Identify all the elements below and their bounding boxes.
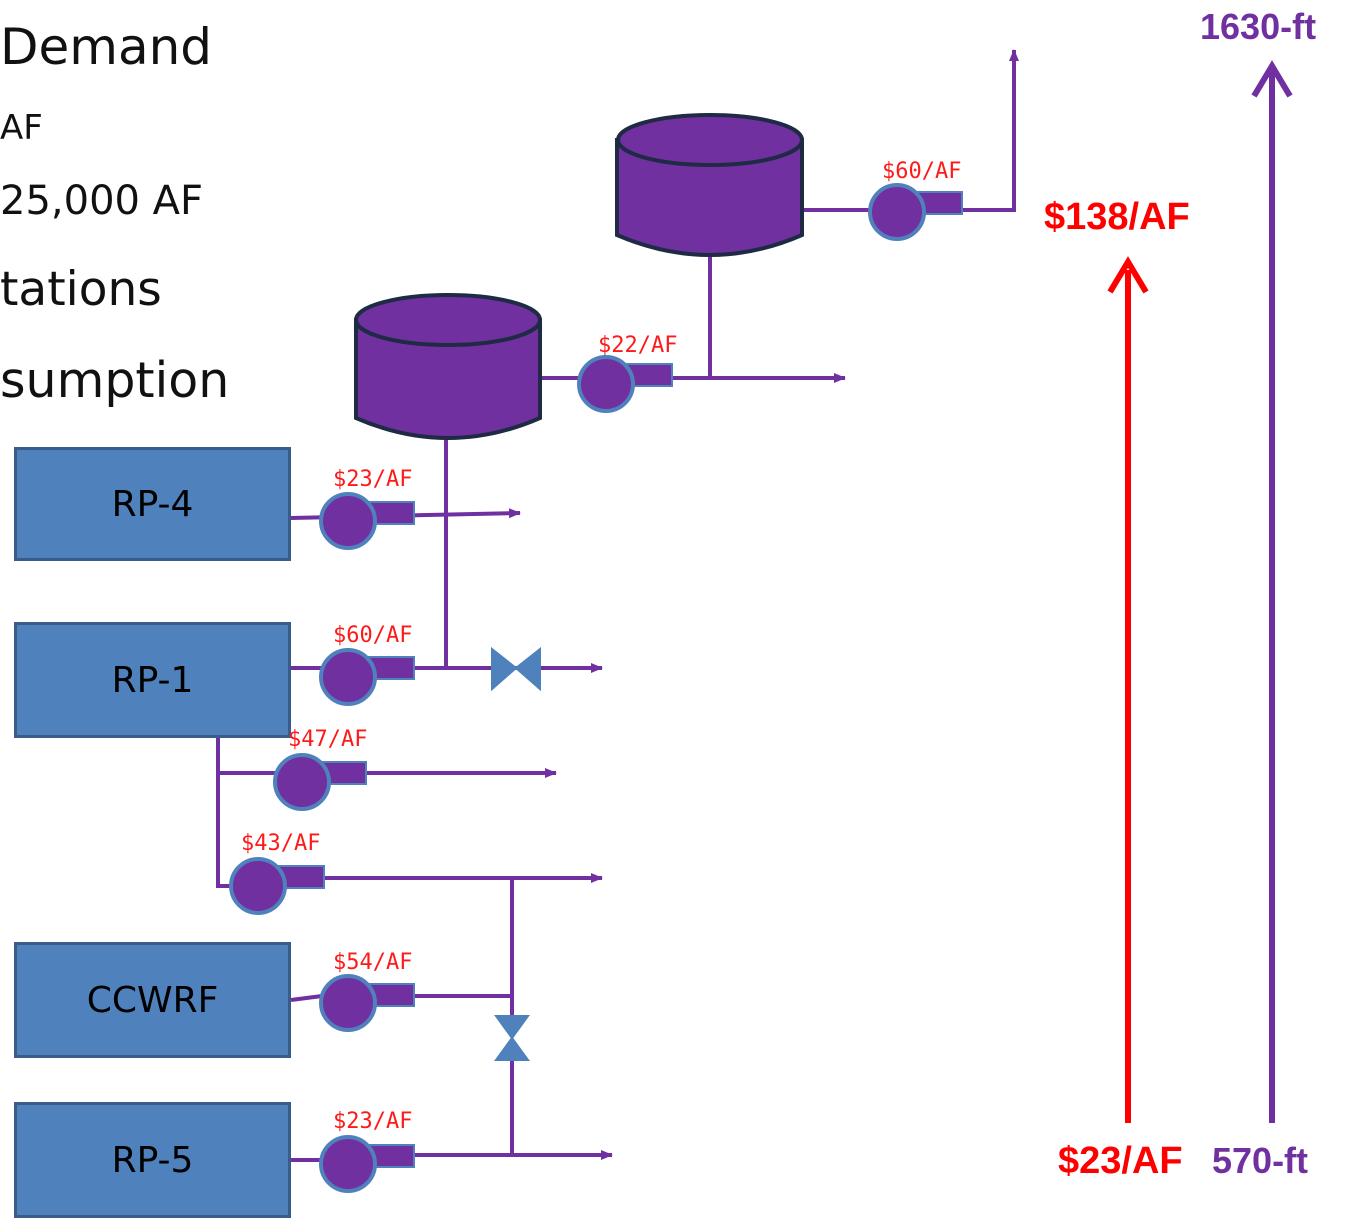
- bullet-line-1: Demand: [0, 18, 213, 76]
- bullet-line-3: 25,000 AF: [0, 178, 204, 224]
- pump-rp1: [319, 648, 415, 706]
- pump-upper-reservoir: [868, 183, 963, 241]
- pump-rp4: [319, 492, 415, 550]
- cost-rp5: $23/AF: [333, 1109, 413, 1134]
- plant-rp4-label: RP-4: [111, 483, 194, 525]
- plant-rp5: RP-5: [14, 1102, 291, 1218]
- cost-scale-arrow: [1107, 256, 1149, 1123]
- cost-lower-reservoir: $22/AF: [598, 333, 678, 358]
- pump-rp1-branch-b: [229, 857, 325, 915]
- bullet-line-2: AF: [0, 108, 43, 148]
- bullet-line-5: sumption: [0, 352, 230, 409]
- pump-rp5: [319, 1135, 415, 1193]
- pump-rp1-branch-a: [273, 753, 367, 811]
- plant-rp1-label: RP-1: [111, 659, 194, 701]
- cost-rp1: $60/AF: [333, 623, 413, 648]
- pump-lower-reservoir: [577, 355, 673, 413]
- rp5-pipe: [291, 1155, 612, 1160]
- valve-horizontal: [491, 646, 541, 692]
- cost-ccwrf: $54/AF: [333, 950, 413, 975]
- elevation-scale-arrow: [1251, 60, 1293, 1123]
- valve-vertical: [494, 1015, 530, 1061]
- rp1-branch-trunk: [216, 738, 240, 888]
- plant-rp5-label: RP-5: [111, 1139, 194, 1181]
- lower-reservoir: [354, 293, 542, 440]
- cost-scale-top-label: $138/AF: [1044, 196, 1190, 238]
- plant-ccwrf-label: CCWRF: [86, 979, 219, 1021]
- ccwrf-pipe: [290, 994, 512, 1002]
- pump-ccwrf: [319, 974, 415, 1032]
- plant-ccwrf: CCWRF: [14, 942, 291, 1058]
- plant-rp1: RP-1: [14, 622, 291, 738]
- cost-rp4: $23/AF: [333, 467, 413, 492]
- cost-rp1-branch-b: $43/AF: [241, 831, 321, 856]
- plant-rp4: RP-4: [14, 447, 291, 561]
- cost-scale-bottom-label: $23/AF: [1058, 1140, 1183, 1182]
- bullet-line-4: tations: [0, 262, 162, 317]
- upper-reservoir: [615, 113, 804, 257]
- elevation-scale-bottom-label: 570-ft: [1212, 1140, 1309, 1181]
- cost-rp1-branch-a: $47/AF: [288, 727, 368, 752]
- cost-upper-reservoir: $60/AF: [882, 159, 962, 184]
- elevation-scale-top-label: 1630-ft: [1200, 6, 1317, 47]
